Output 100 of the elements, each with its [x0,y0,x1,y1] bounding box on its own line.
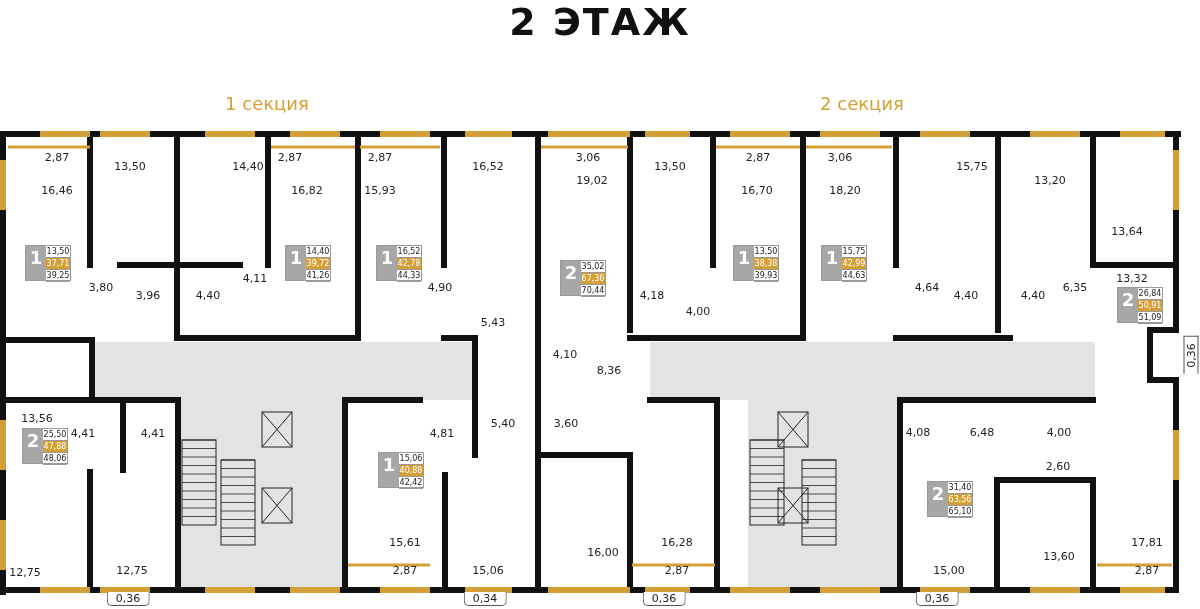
room-area-label: 16,82 [291,183,323,197]
total-area: 39,25 [46,270,70,282]
room-area-label: 3,60 [553,416,579,430]
room-area-label: 4,08 [905,425,931,439]
room-area-label: 13,56 [21,411,53,425]
room-area-label: 17,81 [1131,535,1163,549]
room-count: 1 [286,246,306,280]
room-count: 1 [822,246,842,280]
room-area-label: 3,06 [827,150,853,164]
apartment-area: 50,91 [1138,300,1162,312]
apartment-area: 42,78 [397,258,421,270]
room-count: 2 [1118,288,1138,322]
room-count: 1 [734,246,754,280]
total-area: 44,63 [842,270,866,282]
balcony-area-label: 0,36 [106,592,150,606]
apartment-area: 38,38 [754,258,778,270]
total-area: 48,06 [43,453,67,465]
room-area-label: 15,06 [472,563,504,577]
apartment-badge [733,245,779,281]
apartment-badge [927,481,973,517]
room-area-label: 16,28 [661,535,693,549]
room-area-label: 12,75 [116,563,148,577]
room-area-label: 4,81 [429,426,455,440]
room-area-label: 2,87 [1134,563,1160,577]
room-area-label: 3,96 [135,288,161,302]
room-count: 2 [23,429,43,463]
room-area-label: 8,36 [596,363,622,377]
room-area-label: 4,41 [70,426,96,440]
room-area-label: 4,40 [195,288,221,302]
total-area: 41,26 [306,270,330,282]
room-area-label: 15,93 [364,183,396,197]
apartment-area: 47,88 [43,441,67,453]
room-area-label: 16,52 [472,159,504,173]
room-area-label: 2,87 [277,150,303,164]
room-area-label: 15,75 [956,159,988,173]
room-area-label: 14,40 [232,159,264,173]
total-area: 39,93 [754,270,778,282]
apartment-badge [1117,287,1163,323]
room-area-label: 2,87 [367,150,393,164]
room-area-label: 15,61 [389,535,421,549]
room-area-label: 16,70 [741,183,773,197]
room-area-label: 6,48 [969,425,995,439]
room-area-label: 4,64 [914,280,940,294]
room-area-label: 6,35 [1062,280,1088,294]
room-count: 1 [379,453,399,487]
balcony-area-label: 0,36 [1183,336,1199,374]
room-area-label: 3,06 [575,150,601,164]
apartment-badge [22,428,68,464]
room-area-label: 4,41 [140,426,166,440]
room-area-label: 2,87 [745,150,771,164]
room-area-label: 2,87 [44,150,70,164]
apartment-area: 63,56 [948,494,972,506]
room-area-label: 5,40 [490,416,516,430]
apartment-badge [376,245,422,281]
total-area: 70,44 [581,285,605,297]
room-area-label: 4,11 [242,271,268,285]
room-area-label: 2,87 [664,563,690,577]
room-area-label: 13,64 [1111,224,1143,238]
room-count: 1 [377,246,397,280]
apartment-badge [285,245,331,281]
apartment-badge [25,245,71,281]
room-area-label: 13,50 [114,159,146,173]
floor-title: 2 ЭТАЖ [508,0,692,44]
room-area-label: 13,50 [654,159,686,173]
balcony-area-label: 0,36 [915,592,959,606]
room-area-label: 16,46 [41,183,73,197]
room-area-label: 3,80 [88,280,114,294]
balcony-area-label: 0,36 [642,592,686,606]
section-heading: 2 секция [820,92,904,114]
room-area-label: 4,40 [1020,288,1046,302]
apartment-area: 37,71 [46,258,70,270]
total-area: 42,42 [399,477,423,489]
total-area: 51,09 [1138,312,1162,324]
apartment-area: 40,88 [399,465,423,477]
room-area-label: 13,20 [1034,173,1066,187]
room-area-label: 5,43 [480,315,506,329]
room-count: 2 [928,482,948,516]
room-area-label: 13,32 [1116,271,1148,285]
balcony-area-label: 0,34 [463,592,507,606]
room-area-label: 13,60 [1043,549,1075,563]
total-area: 65,10 [948,506,972,518]
room-area-label: 19,02 [576,173,608,187]
section-heading: 1 секция [225,92,309,114]
room-area-label: 4,00 [1046,425,1072,439]
room-area-label: 18,20 [829,183,861,197]
room-area-label: 4,90 [427,280,453,294]
apartment-area: 42,99 [842,258,866,270]
room-area-label: 16,00 [587,545,619,559]
apartment-badge [560,260,606,296]
room-area-label: 4,40 [953,288,979,302]
room-area-label: 4,00 [685,304,711,318]
apartment-badge [378,452,424,488]
room-area-label: 4,10 [552,347,578,361]
total-area: 44,33 [397,270,421,282]
room-area-label: 2,60 [1045,459,1071,473]
room-area-label: 4,18 [639,288,665,302]
room-count: 1 [26,246,46,280]
apartment-badge [821,245,867,281]
room-area-label: 15,00 [933,563,965,577]
room-area-label: 2,87 [392,563,418,577]
